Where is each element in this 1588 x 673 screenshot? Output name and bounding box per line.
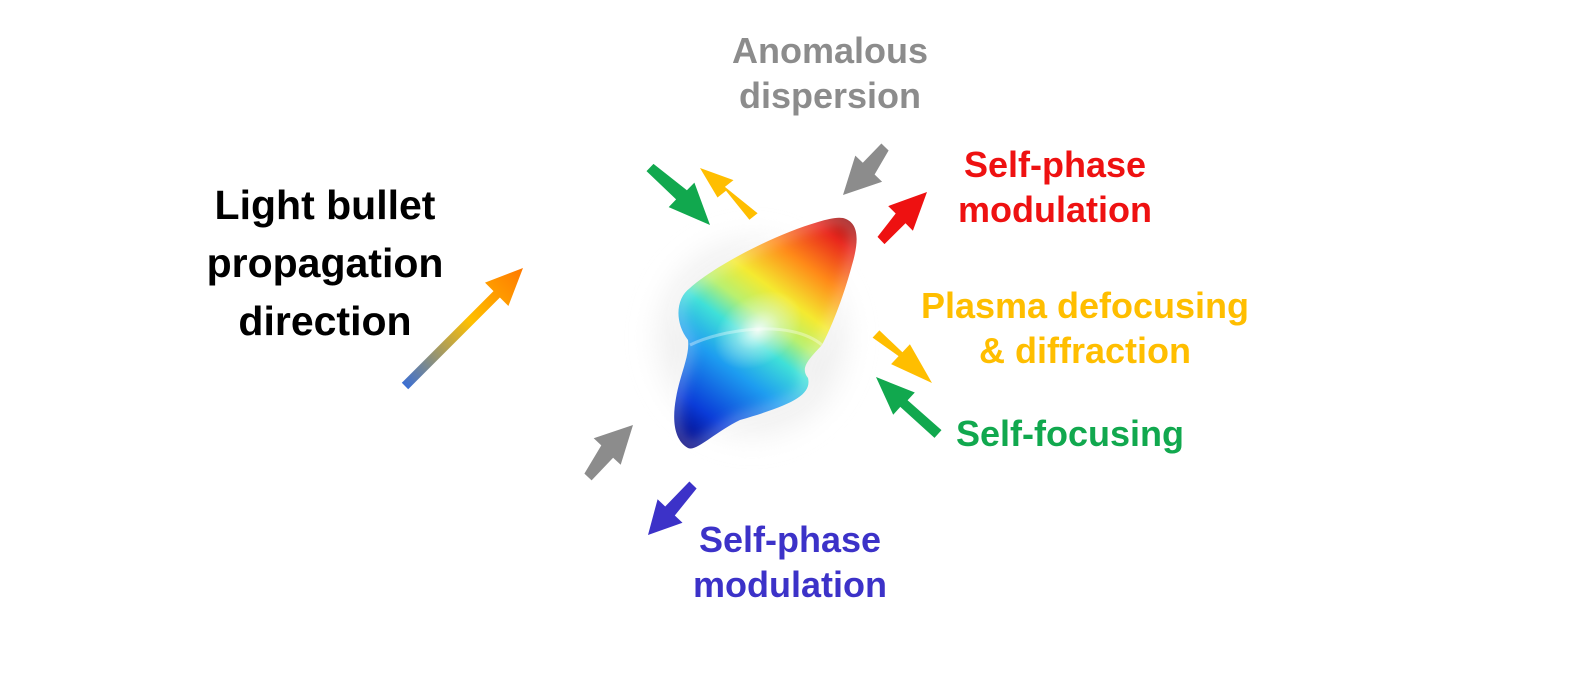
self-phase-modulation-label-top: Self-phase modulation (920, 142, 1190, 232)
anomalous-dispersion-line1: Anomalous (731, 30, 928, 71)
plasma-defocusing-label: Plasma defocusing & diffraction (895, 283, 1275, 373)
propagation-label-line3: direction (238, 298, 412, 345)
self-focusing-arrow-top (646, 163, 710, 225)
plasma-line1: Plasma defocusing (920, 285, 1250, 326)
self-focusing-line1: Self-focusing (955, 413, 1184, 454)
spm-bottom-line2: modulation (693, 564, 887, 605)
self-phase-modulation-label-bottom: Self-phase modulation (660, 517, 920, 607)
propagation-arrow (401, 268, 523, 390)
anomalous-dispersion-arrow-bottom (584, 425, 633, 481)
light-bullet-shape (634, 214, 870, 460)
propagation-label-line1: Light bullet (214, 182, 436, 228)
anomalous-dispersion-arrow-top (843, 143, 889, 195)
self-focusing-arrow-bottom (876, 377, 942, 438)
plasma-defocusing-arrow-top (700, 168, 758, 220)
anomalous-dispersion-line2: dispersion (738, 75, 922, 116)
self-phase-modulation-arrow-bottom (648, 481, 697, 535)
spm-top-line1: Self-phase (963, 144, 1147, 185)
plasma-defocusing-arrow-bottom (872, 330, 932, 383)
spm-bottom-line1: Self-phase (698, 519, 882, 560)
propagation-direction-label: Light bullet propagation direction (180, 176, 470, 351)
self-phase-modulation-arrow-top (877, 192, 927, 245)
self-focusing-label: Self-focusing (930, 411, 1210, 456)
anomalous-dispersion-label: Anomalous dispersion (690, 28, 970, 118)
spm-top-line2: modulation (958, 189, 1152, 230)
plasma-line2: & diffraction (979, 330, 1191, 371)
propagation-label-line2: propagation (206, 240, 444, 287)
